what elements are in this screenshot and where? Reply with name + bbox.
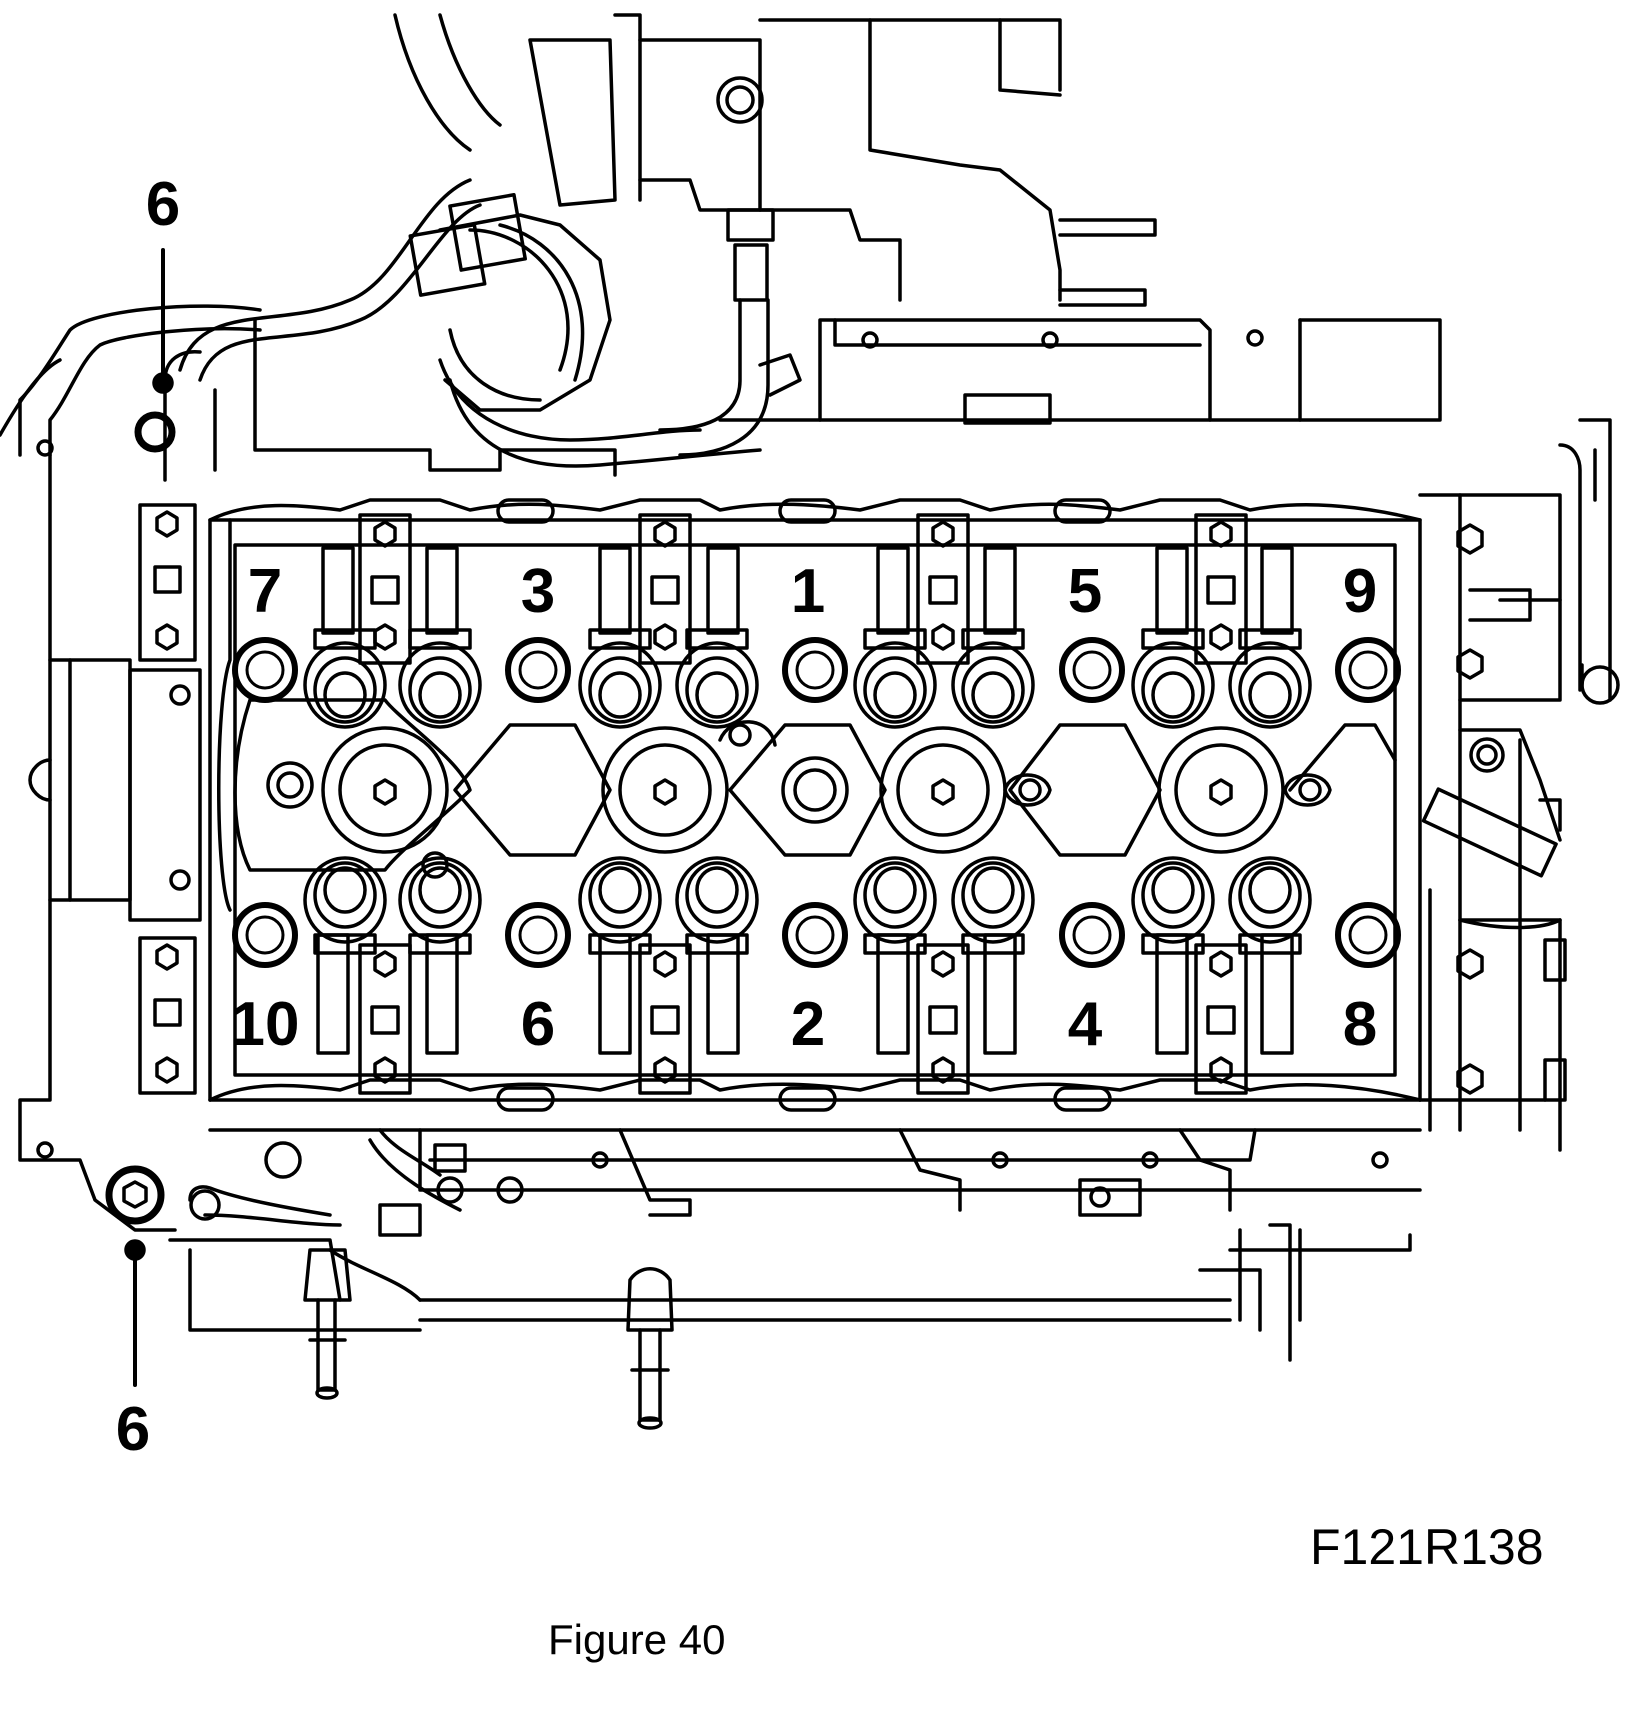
figure-code: F121R138 (1310, 1519, 1544, 1575)
side-bolt-top (134, 411, 176, 453)
bearing-cap-top-4 (1194, 513, 1248, 665)
lower-components (168, 1128, 1422, 1430)
cylinder-head-outline (208, 498, 1422, 1112)
head-bolt-4 (1059, 902, 1125, 968)
bolt-label-10: 10 (231, 990, 300, 1059)
head-bolt-9 (1335, 637, 1401, 703)
bearing-cap-bottom-4 (1194, 943, 1248, 1095)
bearing-cap-top-1 (358, 513, 412, 665)
bearing-cap-bottom-left (138, 936, 197, 1095)
bolt-label-8: 8 (1343, 990, 1377, 1059)
head-bolt-5 (1059, 637, 1125, 703)
head-bolt-1 (782, 637, 848, 703)
left-flange (0, 304, 262, 1232)
bearing-cap-top-left (138, 503, 197, 662)
head-bolt-3 (505, 637, 571, 703)
bolt-label-3: 3 (521, 557, 555, 626)
bolt-label-6: 6 (521, 990, 555, 1059)
head-bolt-10 (232, 902, 298, 968)
head-bolt-7 (232, 637, 298, 703)
side-bolts (105, 248, 176, 1387)
callout-bottom: 6 (116, 1395, 150, 1464)
head-bolts (232, 637, 1401, 968)
figure-caption: Figure 40 (548, 1616, 726, 1663)
bolt-label-4: 4 (1068, 990, 1103, 1059)
bolt-label-1: 1 (791, 557, 825, 626)
head-bolt-6 (505, 902, 571, 968)
bearing-cap-top-3 (916, 513, 970, 665)
right-side-components (1418, 418, 1620, 1152)
bearing-cap-bottom-3 (916, 943, 970, 1095)
callout-labels: 6 6 7 3 1 5 9 10 6 2 4 8 (116, 170, 1377, 1464)
upper-engine-components (163, 13, 1442, 482)
head-bolt-2 (782, 902, 848, 968)
bolt-label-2: 2 (791, 990, 825, 1059)
bolt-label-7: 7 (248, 557, 282, 626)
side-bolt-bottom (105, 1165, 165, 1225)
callout-top: 6 (146, 170, 180, 239)
bearing-cap-bottom-1 (358, 943, 412, 1095)
bearing-cap-bottom-2 (638, 943, 692, 1095)
valve-springs (303, 628, 1312, 955)
bolt-label-9: 9 (1343, 557, 1377, 626)
bolt-label-5: 5 (1068, 557, 1102, 626)
bearing-caps (138, 503, 1248, 1095)
spark-plug-bores (233, 698, 1397, 879)
head-bolt-8 (1335, 902, 1401, 968)
bearing-cap-top-2 (638, 513, 692, 665)
valve-lifters (316, 546, 1294, 1055)
